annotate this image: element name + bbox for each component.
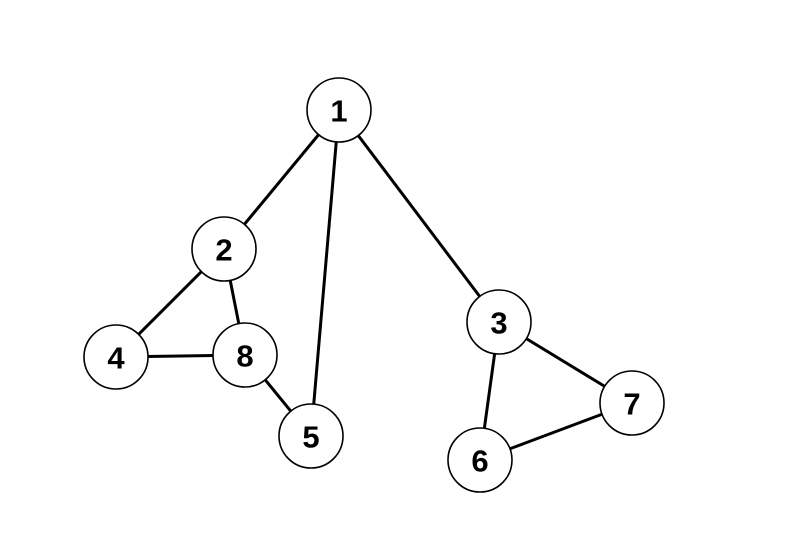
graph-edge: [136, 269, 204, 337]
graph-node[interactable]: 2: [191, 216, 257, 282]
graph-node-circle[interactable]: [466, 289, 532, 355]
graph-edge: [356, 133, 482, 299]
graph-node[interactable]: 8: [212, 322, 278, 388]
graph-node[interactable]: 4: [83, 324, 149, 390]
graph-node[interactable]: 3: [466, 289, 532, 355]
graph-node-circle[interactable]: [212, 322, 278, 388]
graph-node[interactable]: 6: [447, 427, 513, 493]
graph-edge: [508, 412, 604, 451]
graph-node-circle[interactable]: [83, 324, 149, 390]
graph-node-circle[interactable]: [278, 403, 344, 469]
graph-node-circle[interactable]: [447, 427, 513, 493]
graph-edge: [263, 378, 293, 413]
graph-edge: [312, 140, 338, 406]
graph-node[interactable]: 1: [306, 77, 372, 143]
graph-edge: [242, 132, 321, 227]
graph-node[interactable]: 5: [278, 403, 344, 469]
edge-layer: [136, 132, 607, 451]
graph-node-circle[interactable]: [306, 77, 372, 143]
node-layer: 1 2 3 4 5 6 7 8: [83, 77, 665, 493]
graph-edge: [524, 336, 607, 389]
graph-node[interactable]: 7: [599, 370, 665, 436]
graph-edge: [146, 353, 215, 359]
graph-edge: [228, 279, 241, 325]
graph-edge: [482, 352, 497, 430]
graph-node-circle[interactable]: [191, 216, 257, 282]
graph-node-circle[interactable]: [599, 370, 665, 436]
